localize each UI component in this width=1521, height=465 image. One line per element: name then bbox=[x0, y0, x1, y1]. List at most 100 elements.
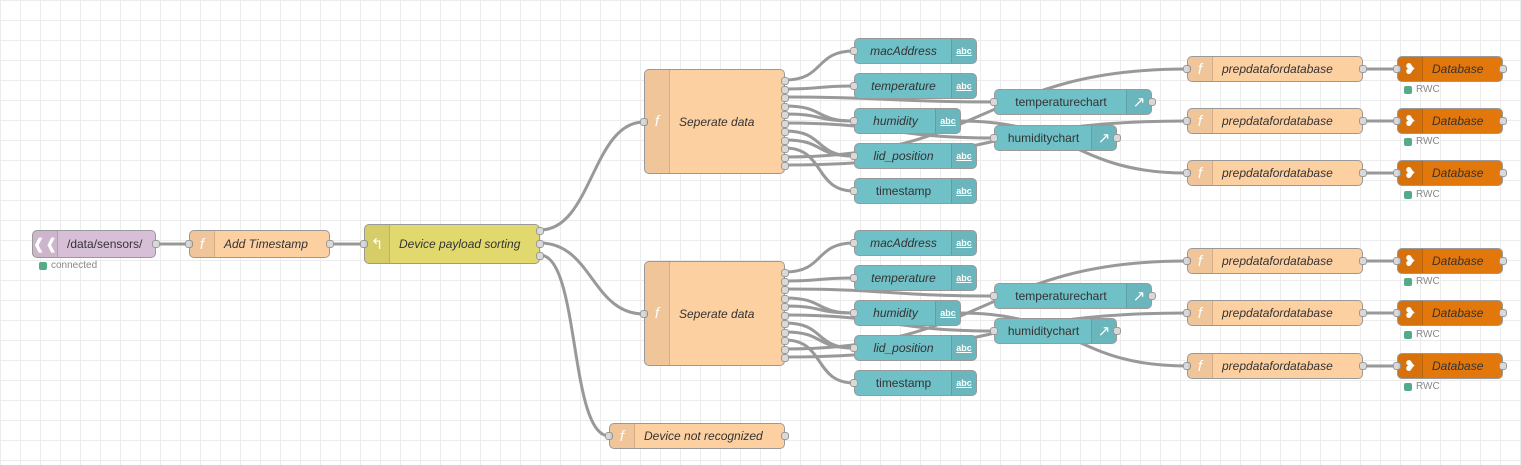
output-port-11[interactable] bbox=[781, 354, 789, 362]
seperate-data-node-1[interactable]: f Seperate data bbox=[640, 69, 789, 174]
text-node-timestamp-1[interactable]: timestamp abc bbox=[850, 178, 977, 204]
output-port-3[interactable] bbox=[781, 94, 789, 102]
input-port[interactable] bbox=[850, 187, 858, 195]
input-port[interactable] bbox=[990, 134, 998, 142]
output-port-8[interactable] bbox=[781, 137, 789, 145]
wire[interactable] bbox=[539, 241, 645, 316]
device-payload-switch-node[interactable]: ↰ Device payload sorting bbox=[360, 224, 544, 264]
input-port[interactable] bbox=[990, 327, 998, 335]
humidity-chart-node-2[interactable]: humiditychart ↗ bbox=[990, 318, 1121, 344]
output-port[interactable] bbox=[781, 432, 789, 440]
wire[interactable] bbox=[784, 49, 855, 82]
input-port[interactable] bbox=[185, 240, 193, 248]
output-port-10[interactable] bbox=[781, 154, 789, 162]
wire[interactable] bbox=[539, 120, 645, 232]
output-port[interactable] bbox=[1359, 169, 1367, 177]
input-port[interactable] bbox=[1393, 65, 1401, 73]
wire[interactable] bbox=[784, 129, 855, 158]
input-port[interactable] bbox=[1393, 169, 1401, 177]
input-port[interactable] bbox=[360, 240, 368, 248]
input-port[interactable] bbox=[850, 152, 858, 160]
output-port-1[interactable] bbox=[781, 77, 789, 85]
output-port-10[interactable] bbox=[781, 346, 789, 354]
wire[interactable] bbox=[784, 146, 855, 193]
output-port[interactable] bbox=[1148, 292, 1156, 300]
output-port-9[interactable] bbox=[781, 145, 789, 153]
output-port[interactable] bbox=[1499, 362, 1507, 370]
output-port[interactable] bbox=[1113, 327, 1121, 335]
input-port[interactable] bbox=[640, 118, 648, 126]
text-node-humidity-2[interactable]: humidity abc bbox=[850, 300, 961, 326]
output-port[interactable] bbox=[1148, 98, 1156, 106]
input-port[interactable] bbox=[1183, 309, 1191, 317]
input-port[interactable] bbox=[605, 432, 613, 440]
output-port-4[interactable] bbox=[781, 103, 789, 111]
output-port-3[interactable] bbox=[536, 252, 544, 260]
input-port[interactable] bbox=[1183, 65, 1191, 73]
database-node-1[interactable]: ❥ Database bbox=[1393, 56, 1507, 82]
output-port[interactable] bbox=[1499, 117, 1507, 125]
output-port[interactable] bbox=[1499, 65, 1507, 73]
input-port[interactable] bbox=[850, 309, 858, 317]
output-port-7[interactable] bbox=[781, 320, 789, 328]
output-port-8[interactable] bbox=[781, 329, 789, 337]
database-node-4[interactable]: ❥ Database bbox=[1393, 248, 1507, 274]
prep-data-node-4[interactable]: f prepdatafordatabase bbox=[1183, 248, 1367, 274]
output-port-9[interactable] bbox=[781, 337, 789, 345]
text-node-temperature-2[interactable]: temperature abc bbox=[850, 265, 977, 291]
input-port[interactable] bbox=[640, 310, 648, 318]
input-port[interactable] bbox=[1183, 257, 1191, 265]
output-port[interactable] bbox=[1113, 134, 1121, 142]
input-port[interactable] bbox=[1393, 309, 1401, 317]
input-port[interactable] bbox=[850, 344, 858, 352]
database-node-6[interactable]: ❥ Database bbox=[1393, 353, 1507, 379]
text-node-macaddress-1[interactable]: macAddress abc bbox=[850, 38, 977, 64]
temperature-chart-node-1[interactable]: temperaturechart ↗ bbox=[990, 89, 1156, 115]
wire[interactable] bbox=[784, 287, 995, 298]
device-not-recognized-node[interactable]: f Device not recognized bbox=[605, 423, 789, 449]
text-node-timestamp-2[interactable]: timestamp abc bbox=[850, 370, 977, 396]
prep-data-node-3[interactable]: f prepdatafordatabase bbox=[1183, 160, 1367, 186]
add-timestamp-node[interactable]: f Add Timestamp bbox=[185, 230, 334, 258]
humidity-chart-node-1[interactable]: humiditychart ↗ bbox=[990, 125, 1121, 151]
output-port-7[interactable] bbox=[781, 128, 789, 136]
database-node-2[interactable]: ❥ Database bbox=[1393, 108, 1507, 134]
input-port[interactable] bbox=[1393, 257, 1401, 265]
input-port[interactable] bbox=[850, 274, 858, 282]
wire[interactable] bbox=[784, 338, 855, 385]
prep-data-node-5[interactable]: f prepdatafordatabase bbox=[1183, 300, 1367, 326]
input-port[interactable] bbox=[850, 117, 858, 125]
output-port-11[interactable] bbox=[781, 162, 789, 170]
database-node-3[interactable]: ❥ Database bbox=[1393, 160, 1507, 186]
output-port[interactable] bbox=[1359, 257, 1367, 265]
output-port[interactable] bbox=[1359, 309, 1367, 317]
output-port-4[interactable] bbox=[781, 295, 789, 303]
output-port[interactable] bbox=[326, 240, 334, 248]
wire[interactable] bbox=[539, 253, 610, 438]
mqtt-in-node[interactable]: ❰❰ /data/sensors/ bbox=[32, 230, 160, 258]
text-node-temperature-1[interactable]: temperature abc bbox=[850, 73, 977, 99]
output-port-1[interactable] bbox=[781, 269, 789, 277]
temperature-chart-node-2[interactable]: temperaturechart ↗ bbox=[990, 283, 1156, 309]
wire[interactable] bbox=[784, 321, 855, 350]
input-port[interactable] bbox=[990, 98, 998, 106]
seperate-data-node-2[interactable]: f Seperate data bbox=[640, 261, 789, 366]
wire[interactable] bbox=[784, 95, 995, 104]
input-port[interactable] bbox=[1393, 117, 1401, 125]
wire[interactable] bbox=[784, 84, 855, 91]
wire[interactable] bbox=[784, 311, 1188, 359]
output-port-5[interactable] bbox=[781, 111, 789, 119]
output-port[interactable] bbox=[1499, 257, 1507, 265]
output-port-3[interactable] bbox=[781, 286, 789, 294]
input-port[interactable] bbox=[1183, 362, 1191, 370]
output-port-5[interactable] bbox=[781, 303, 789, 311]
wire[interactable] bbox=[784, 112, 855, 123]
text-node-lid-position-2[interactable]: lid_position abc bbox=[850, 335, 977, 361]
wire[interactable] bbox=[784, 119, 1188, 167]
input-port[interactable] bbox=[1183, 169, 1191, 177]
wire[interactable] bbox=[784, 304, 855, 315]
output-port-2[interactable] bbox=[536, 240, 544, 248]
output-port-6[interactable] bbox=[781, 120, 789, 128]
input-port[interactable] bbox=[850, 82, 858, 90]
output-port[interactable] bbox=[1359, 65, 1367, 73]
